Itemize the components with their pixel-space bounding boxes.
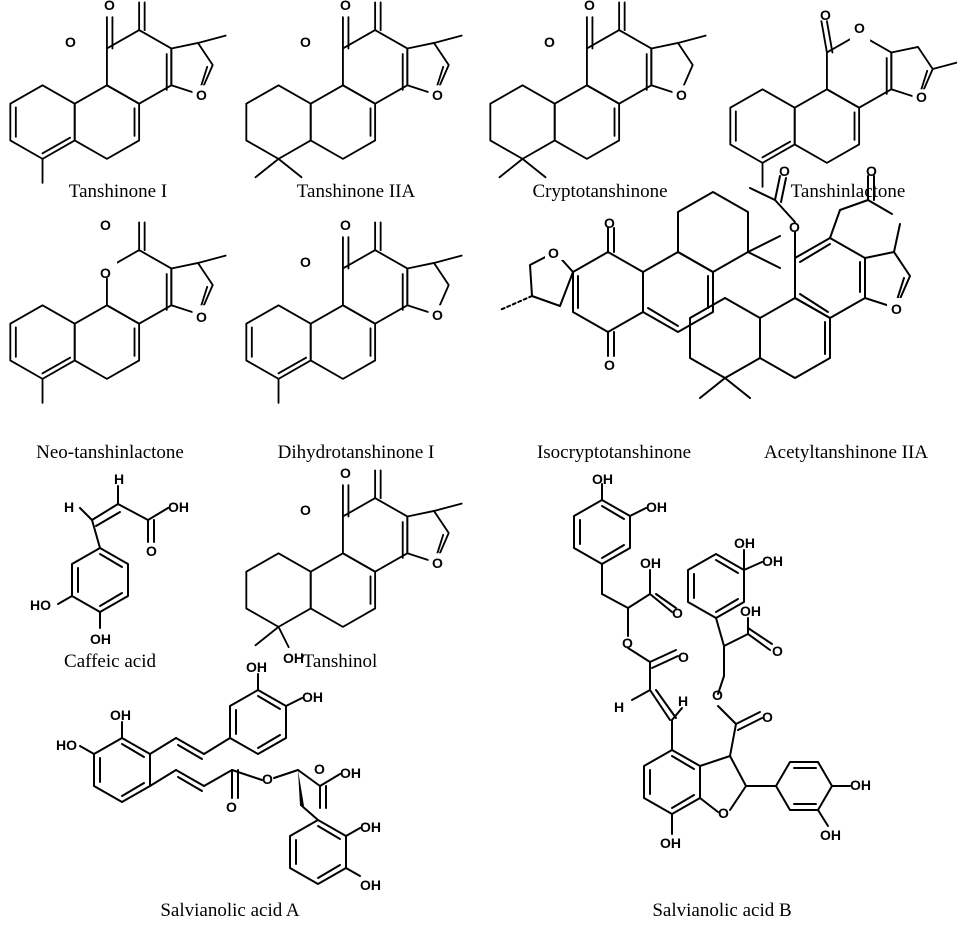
compound-name-salvianolic-acid-b: Salvianolic acid B — [652, 900, 791, 921]
atom-oh: OH — [360, 819, 381, 835]
atom-oh: OH — [850, 777, 871, 793]
compound-name-dihydrotanshinone-i: Dihydrotanshinone I — [278, 442, 435, 463]
atom-o: O — [672, 605, 683, 621]
structure-tanshinlactone — [729, 20, 957, 188]
structure-tanshinone-i — [9, 0, 227, 184]
atom-o: O — [584, 0, 595, 13]
atom-oh: OH — [734, 535, 755, 551]
atom-h: H — [614, 699, 624, 715]
structure-tanshinone-iia — [245, 1, 463, 179]
compound-name-neo-tanshinlactone: Neo-tanshinlactone — [36, 442, 184, 463]
atom-ho: HO — [30, 597, 51, 613]
atom-o: O — [340, 465, 351, 481]
atom-o: O — [100, 217, 111, 233]
atom-o: O — [916, 89, 927, 105]
atom-o: O — [772, 643, 783, 659]
atom-h: H — [114, 471, 124, 487]
structure-salvianolic-acid-a — [79, 673, 361, 885]
atom-o: O — [854, 20, 865, 36]
atom-o: O — [196, 309, 207, 325]
atom-o: O — [678, 649, 689, 665]
compound-name-tanshinone-iia: Tanshinone IIA — [297, 181, 416, 202]
atom-o: O — [65, 34, 76, 50]
atom-ho: HO — [56, 737, 77, 753]
structure-caffeic-acid — [57, 485, 169, 629]
atom-oh: OH — [762, 553, 783, 569]
atom-o: O — [718, 805, 729, 821]
atom-o: O — [262, 771, 273, 787]
atom-oh: OH — [592, 471, 613, 487]
atom-o: O — [548, 245, 559, 261]
atom-o: O — [891, 301, 902, 317]
atom-o: O — [789, 219, 800, 235]
atom-oh: OH — [646, 499, 667, 515]
atom-oh: OH — [110, 707, 131, 723]
atom-oh: OH — [660, 835, 681, 851]
atom-oh: OH — [740, 603, 761, 619]
atom-o: O — [340, 0, 351, 13]
atom-oh: OH — [360, 877, 381, 893]
compound-name-tanshinol: Tanshinol — [303, 651, 378, 672]
structure-tanshinol — [245, 469, 463, 649]
atom-o: O — [544, 34, 555, 50]
atom-o: O — [104, 0, 115, 13]
atom-o: O — [300, 34, 311, 50]
atom-o: O — [300, 254, 311, 270]
atom-o: O — [604, 357, 615, 373]
compound-name-salvianolic-acid-a: Salvianolic acid A — [160, 900, 300, 921]
atom-o: O — [820, 7, 831, 23]
atom-o: O — [340, 217, 351, 233]
atom-h: H — [64, 499, 74, 515]
atom-o: O — [432, 87, 443, 103]
atom-h: H — [678, 693, 688, 709]
atom-o: O — [314, 761, 325, 777]
atom-oh: OH — [283, 650, 304, 666]
atom-o: O — [622, 635, 633, 651]
structure-salvianolic-acid-b — [573, 483, 851, 835]
atom-o: O — [866, 163, 877, 179]
atom-o: O — [196, 87, 207, 103]
atom-oh: OH — [246, 659, 267, 675]
compound-name-cryptotanshinone: Cryptotanshinone — [532, 181, 667, 202]
atom-o: O — [100, 265, 111, 281]
structure-isocryptotanshinone — [499, 191, 781, 357]
atom-oh: OH — [820, 827, 841, 843]
atom-oh: OH — [640, 555, 661, 571]
structure-neo-tanshinlactone — [9, 200, 227, 404]
compound-name-acetyltanshinone-iia: Acetyltanshinone IIA — [764, 442, 928, 463]
structure-dihydrotanshinone-i — [245, 221, 463, 404]
atom-o: O — [676, 87, 687, 103]
compound-name-tanshinone-i: Tanshinone I — [69, 181, 167, 202]
atom-o: O — [226, 799, 237, 815]
compound-name-tanshinlactone: Tanshinlactone — [791, 181, 906, 202]
atom-oh: OH — [340, 765, 361, 781]
atom-o: O — [146, 543, 157, 559]
structure-cryptotanshinone — [489, 1, 707, 179]
atom-oh: OH — [168, 499, 189, 515]
atom-o: O — [779, 163, 790, 179]
atom-o: O — [712, 687, 723, 703]
structure-acetyltanshinone-iia — [689, 175, 911, 399]
atom-o: O — [432, 555, 443, 571]
compound-name-isocryptotanshinone: Isocryptotanshinone — [537, 442, 691, 463]
atom-o: O — [762, 709, 773, 725]
atom-oh: OH — [302, 689, 323, 705]
atom-o: O — [604, 215, 615, 231]
compound-name-caffeic-acid: Caffeic acid — [64, 651, 156, 672]
atom-oh: OH — [90, 631, 111, 647]
atom-o: O — [300, 502, 311, 518]
atom-o: O — [432, 307, 443, 323]
